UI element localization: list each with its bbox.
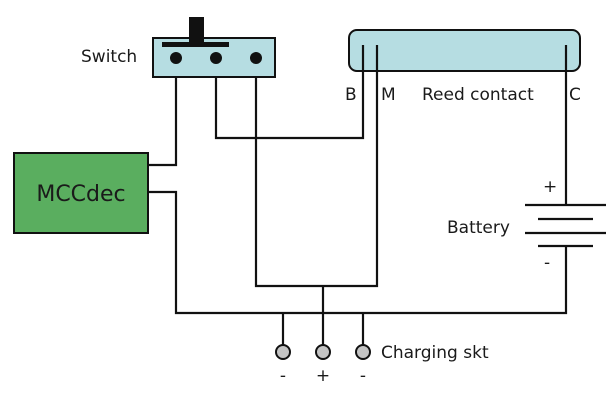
- switch: Switch: [81, 17, 276, 78]
- battery-label: Battery: [447, 218, 510, 238]
- switch-pin-left: [170, 52, 182, 64]
- switch-pin-middle: [210, 52, 222, 64]
- battery: + - Battery: [447, 177, 606, 273]
- charging-socket-label: Charging skt: [381, 343, 489, 363]
- socket-pin-left-sign: -: [280, 366, 286, 386]
- battery-plus-sign: +: [543, 177, 557, 197]
- mccdec-body: [13, 152, 149, 234]
- reed-contact: B M Reed contact C: [345, 29, 581, 105]
- switch-knob: [189, 17, 204, 44]
- socket-pin-left: [275, 344, 291, 360]
- socket-pin-middle-sign: +: [316, 366, 330, 386]
- reed-contact-body: [348, 29, 581, 72]
- charging-socket: Charging skt - + -: [275, 343, 489, 386]
- wire-switch-middle-to-reed-b: [214, 45, 365, 140]
- socket-pin-right-sign: -: [360, 366, 366, 386]
- switch-slider: [162, 42, 229, 47]
- battery-minus-sign: -: [544, 253, 550, 273]
- switch-pin-right: [250, 52, 262, 64]
- socket-pin-right: [355, 344, 371, 360]
- reed-contact-label: Reed contact: [422, 85, 534, 105]
- switch-label: Switch: [81, 47, 137, 67]
- wire-ground-bus: [148, 190, 568, 315]
- reed-terminal-c: C: [569, 85, 581, 105]
- mccdec-decoder: MCCdec: [13, 152, 149, 234]
- mccdec-label: MCCdec: [36, 182, 125, 207]
- reed-terminal-b: B: [345, 85, 357, 105]
- reed-terminal-m: M: [381, 85, 396, 105]
- socket-pin-middle: [315, 344, 331, 360]
- wire-switch-right-reed-m-loop: [254, 45, 379, 288]
- wire-mccdec-to-switch: [148, 58, 178, 167]
